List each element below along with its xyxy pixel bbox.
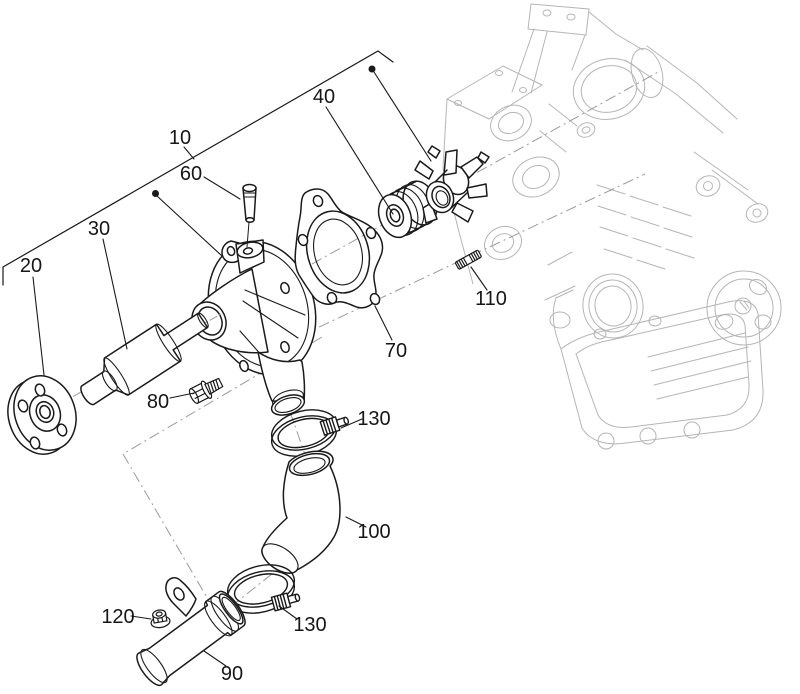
nut-120	[150, 609, 171, 629]
leader-pump-body	[156, 195, 223, 257]
callout-10: 10	[169, 127, 191, 149]
stud-110	[454, 249, 482, 270]
pulley-40	[377, 180, 438, 239]
leader-dot-impeller	[368, 65, 376, 73]
leader-80	[169, 392, 195, 399]
engine-oil-pan	[552, 289, 764, 450]
engine-rib-hatching	[596, 184, 695, 270]
callout-130-upper: 130	[357, 408, 390, 430]
leader-impeller	[373, 71, 432, 162]
leader-dot-pump	[152, 190, 159, 197]
leader-60	[203, 176, 241, 200]
impeller	[414, 145, 490, 224]
leader-30	[102, 238, 128, 350]
center-axis-lines	[17, 70, 661, 621]
leader-110	[470, 266, 488, 291]
bolt-80	[188, 377, 224, 404]
callout-80: 80	[147, 391, 169, 413]
callout-130-lower: 130	[293, 614, 326, 636]
main-explosion-axis	[17, 70, 661, 428]
callout-90: 90	[221, 663, 243, 685]
bent-alignment-axis	[122, 336, 323, 602]
leader-70	[374, 305, 393, 341]
shaft-bearing-30	[80, 312, 209, 406]
leader-130-upper	[340, 418, 363, 429]
leader-100	[345, 516, 367, 528]
leader-130-lower	[278, 605, 298, 620]
leader-90	[203, 650, 227, 667]
callout-20: 20	[20, 255, 42, 277]
leader-lines	[2, 50, 488, 667]
leader-120	[130, 615, 152, 620]
pipe-90	[136, 577, 246, 686]
flange-20	[7, 375, 77, 455]
gasket-70	[294, 188, 384, 309]
callout-120: 120	[101, 606, 134, 628]
stud-60	[242, 183, 257, 248]
leader-40	[325, 106, 394, 215]
group-10-bracket	[2, 50, 394, 286]
callout-100: 100	[357, 521, 390, 543]
engine-cover-circle	[706, 270, 782, 346]
callout-labels: 10 20 30 40 60 70 80 90 100 110 120 130 …	[20, 86, 507, 685]
callout-40: 40	[313, 86, 335, 108]
hose-100	[261, 450, 341, 574]
parts	[7, 145, 490, 686]
engine-block-ghost	[442, 3, 782, 450]
callout-70: 70	[385, 340, 407, 362]
leader-10	[183, 146, 195, 160]
callout-110: 110	[475, 288, 507, 310]
callout-30: 30	[88, 218, 110, 240]
leader-20	[32, 276, 45, 376]
callout-60: 60	[180, 163, 202, 185]
